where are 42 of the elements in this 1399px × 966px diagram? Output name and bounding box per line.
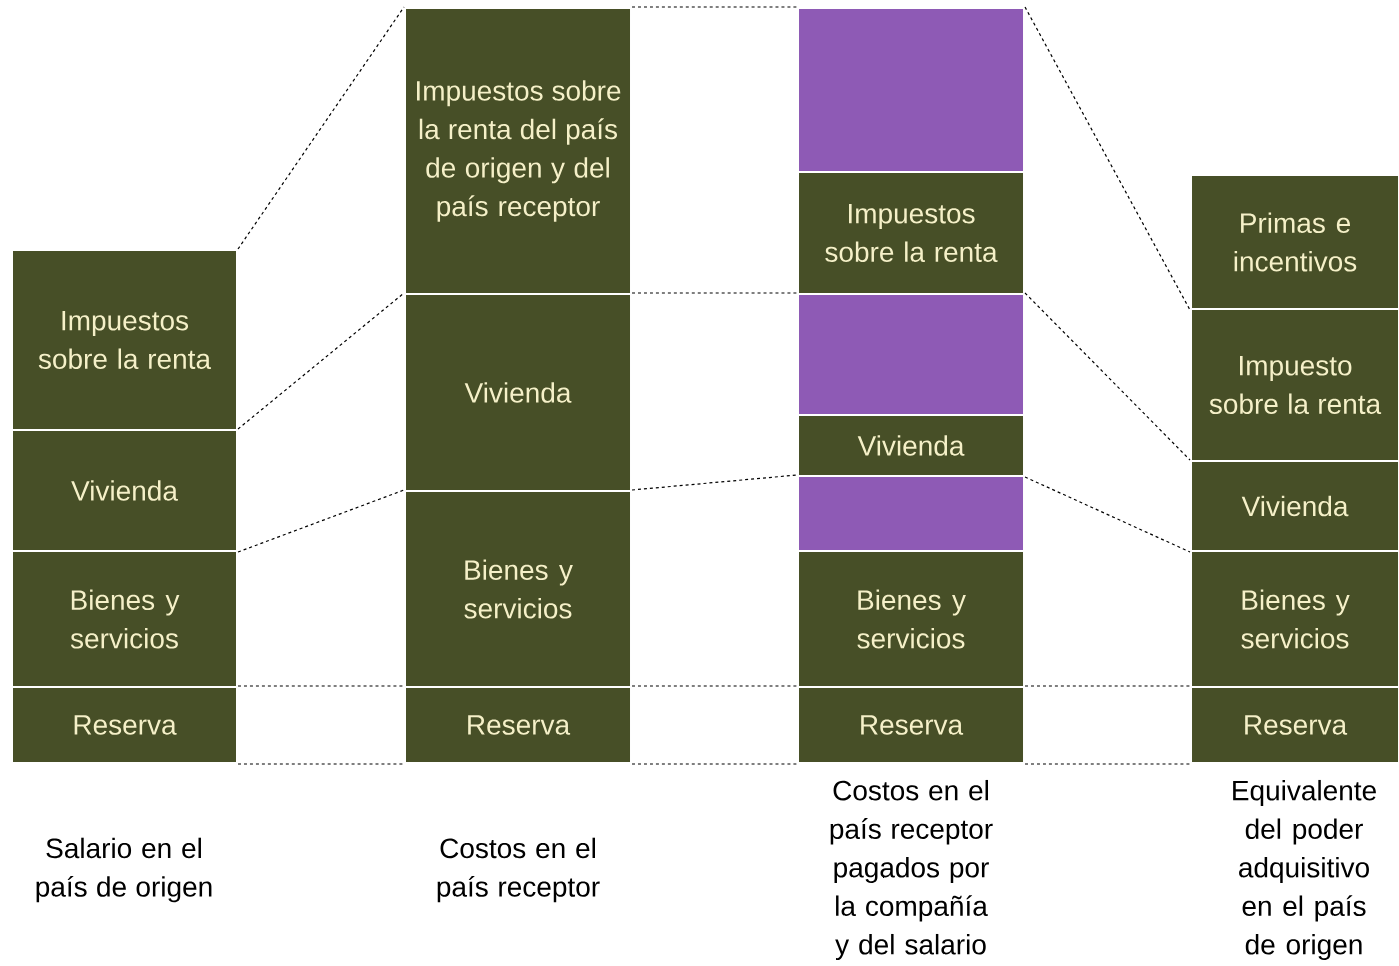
connector-line <box>237 685 405 687</box>
segment-box: Impuestos sobre la renta <box>11 249 238 431</box>
segment-box: Bienes y servicios <box>11 550 238 688</box>
connector-line <box>1024 685 1191 687</box>
connector-line <box>631 474 798 491</box>
segment-box: Impuesto sobre la renta <box>1190 308 1399 462</box>
segment-box: Impuestos sobre la renta <box>797 171 1025 295</box>
column-caption: Equivalente del poder adquisitivo en el país de origen <box>1233 779 1376 961</box>
segment-box: Vivienda <box>11 429 238 552</box>
node-label: Impuesto sobre la renta <box>1209 355 1382 415</box>
node-label: Primas e incentivos <box>1234 212 1357 272</box>
column-caption: Costos en el país receptor <box>437 837 600 903</box>
connector-line <box>631 763 798 765</box>
column-caption: Salario en el país de origen <box>36 837 212 903</box>
connector-line <box>237 489 405 553</box>
node-label: Bienes y servicios <box>1241 589 1350 649</box>
segment-box: Reserva <box>11 686 238 764</box>
segment-box: Vivienda <box>1190 460 1399 552</box>
empty-segment-box <box>797 475 1025 552</box>
column-caption: Costos en el país receptor pagados por la compañía y del salario <box>830 779 993 961</box>
connector-line <box>1024 476 1191 553</box>
node-label: Vivienda <box>1241 495 1349 517</box>
connector-line <box>1024 6 1191 311</box>
empty-segment-box <box>797 293 1025 416</box>
segment-box: Reserva <box>404 686 632 764</box>
segment-box: Bienes y servicios <box>1190 550 1399 688</box>
connector-line <box>631 6 798 8</box>
connector-line <box>1024 292 1191 461</box>
empty-segment-box <box>797 7 1025 173</box>
connector-line <box>237 292 405 430</box>
segment-box: Reserva <box>797 686 1025 764</box>
connector-line <box>631 292 798 294</box>
connector-line <box>237 763 405 765</box>
segment-box: Primas e incentivos <box>1190 174 1399 310</box>
segment-box: Vivienda <box>797 414 1025 477</box>
node-label: Reserva <box>1245 715 1348 735</box>
segment-box: Reserva <box>1190 686 1399 764</box>
segment-box: Vivienda <box>404 293 632 492</box>
connector-line <box>631 685 798 687</box>
segment-box: Bienes y servicios <box>797 550 1025 688</box>
connector-line <box>1024 763 1191 765</box>
segment-box: Impuestos sobre la renta del país de origen y del país receptor <box>404 7 632 295</box>
